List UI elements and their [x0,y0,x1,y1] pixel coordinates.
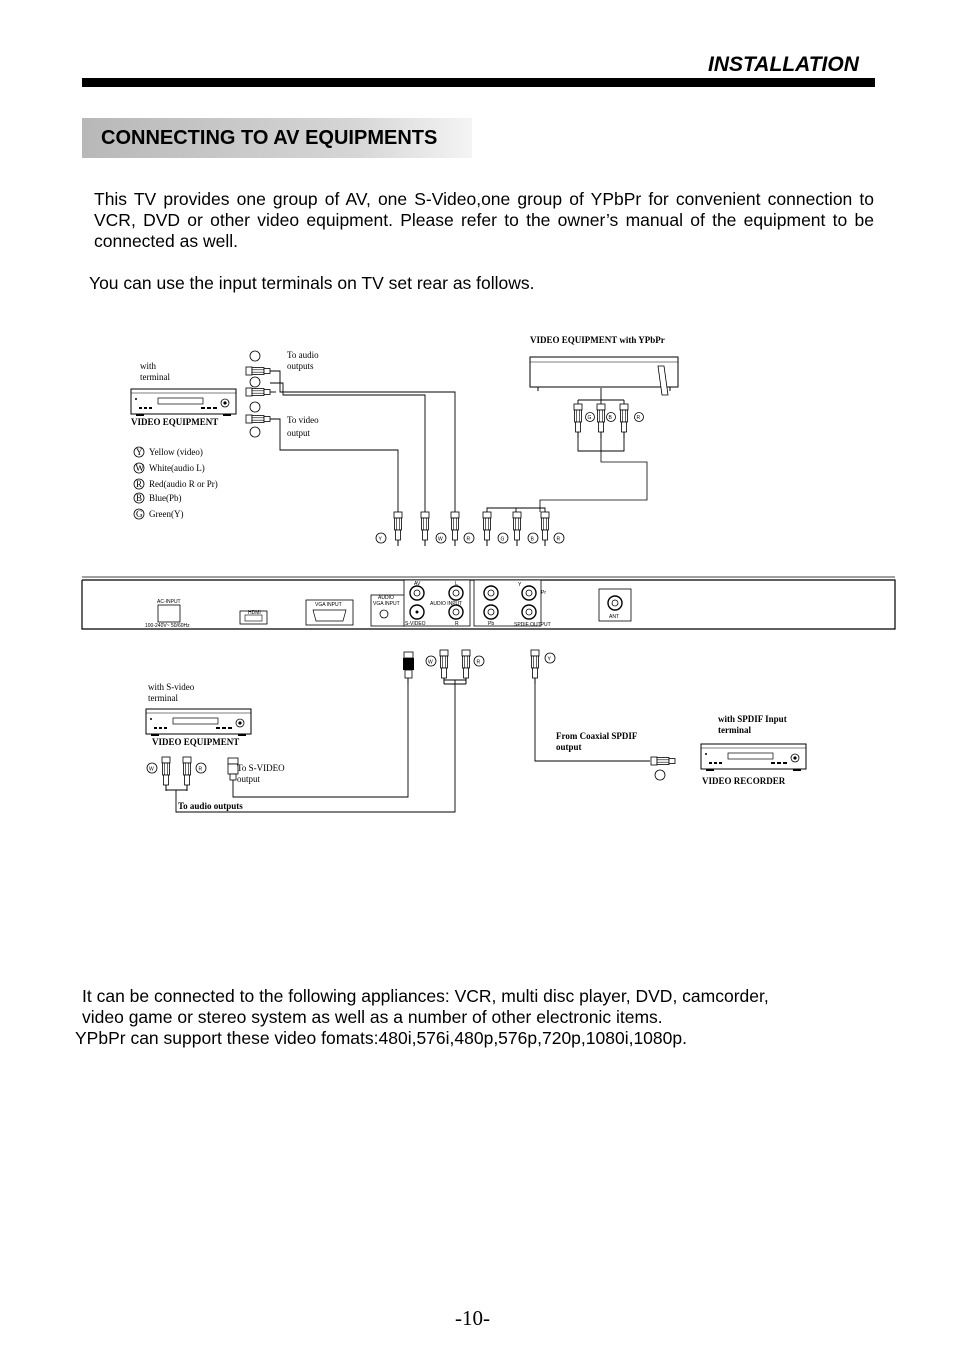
ac-input-label: AC-INPUT [157,599,181,605]
top-left-player-icon [130,388,237,417]
bottom-left-player-icon [145,708,252,737]
spdif-input-caption: with SPDIF Input [718,714,787,724]
coaxial-spdif-label: From Coaxial SPDIF [556,731,638,741]
intro-paragraph: This TV provides one group of AV, one S-… [94,189,874,251]
cable-video [270,418,399,512]
svg-text:R: R [477,660,481,666]
appliances-line-2: video game or stereo system as well as a… [82,1007,663,1027]
cable-ypbpr [539,451,648,512]
ant-label: ANT [609,614,619,620]
legend-yellow: Yellow (video) [149,447,203,457]
terminals-line: You can use the input terminals on TV se… [89,273,535,293]
spdif-input-caption-2: terminal [718,725,751,735]
cable-svideo [232,685,409,798]
svg-text:Y: Y [379,537,383,543]
svg-text:B: B [136,493,142,503]
section-header: INSTALLATION [708,53,859,76]
video-recorder-label: VIDEO RECORDER [702,776,786,786]
svg-text:R: R [557,537,561,543]
title-band [82,118,472,158]
plug-marker-icon [249,426,261,438]
svg-text:R: R [199,767,203,773]
to-audio-label-2: outputs [287,361,314,371]
plug-letter-markers: Y W R G B R [375,532,565,544]
audio-l-label: L [455,581,458,587]
pb-label: Pb [488,621,494,627]
cable-audio-bottom [175,684,456,813]
svg-text:R: R [467,537,471,543]
svideo-plug [403,651,414,685]
page-number: -10- [455,1306,490,1330]
legend-white: White(audio L) [149,463,205,473]
svg-text:G: G [136,509,143,519]
audio-input-label: AUDIO INPUT [430,601,462,607]
audio-vga-input-label: VGA INPUT [373,601,400,607]
y-label: Y [518,582,522,588]
spdif-output-label: SPDIF OUTPUT [514,622,551,628]
plug-marker-icon [249,376,261,388]
plug-marker-icon [249,401,261,413]
plug-marker-icon [654,769,666,781]
cable-audio-l [270,382,426,512]
color-legend: Y W R B G [133,446,145,520]
cable-audio-r [270,370,456,512]
bottom-left-caption-with: with S-video [148,682,195,692]
bottom-svideo-plug [227,757,239,781]
formats-line: YPbPr can support these video fomats:480… [75,1028,687,1048]
bottom-audio-outputs-label: To audio outputs [178,801,243,811]
vga-input-label: VGA INPUT [315,602,342,608]
cable-spdif [534,684,650,762]
svg-text:Y: Y [136,447,143,457]
to-audio-label: To audio [287,350,319,360]
svg-text:B: B [609,415,613,421]
bottom-left-device-label: VIDEO EQUIPMENT [152,737,239,747]
to-video-label-2: output [287,428,311,438]
svg-text:G: G [501,537,505,543]
svg-text:W: W [438,537,443,543]
header-rule [82,78,875,87]
hdmi-label: HDMI [248,610,261,616]
ac-rating-label: 100-240V~ 50/60Hz [145,623,190,629]
legend-blue: Blue(Pb) [149,493,182,503]
svg-text:R: R [637,415,641,421]
to-svideo-label-2: output [237,774,261,784]
audio-r-label: R [455,621,459,627]
svg-text:W: W [149,767,154,773]
video-recorder-icon [700,743,807,772]
top-left-device-label: VIDEO EQUIPMENT [131,417,218,427]
top-left-caption-with: with [140,361,157,371]
av-label: AV [414,581,421,587]
appliances-line-1: It can be connected to the following app… [82,986,769,1006]
audio-label: AUDIO [378,595,394,601]
svg-text:W: W [428,660,433,666]
to-video-label: To video [287,415,319,425]
tv-rear-panel [81,576,896,630]
ypbpr-device-label: VIDEO EQUIPMENT with YPbPr [530,335,665,345]
top-left-caption-terminal: terminal [140,372,170,382]
svg-text:B: B [531,537,535,543]
svg-text:G: G [588,415,592,421]
to-svideo-label: To S-VIDEO [237,763,285,773]
svg-text:Y: Y [548,657,552,663]
pr-label: Pr [541,590,546,596]
legend-green: Green(Y) [149,509,183,519]
ypbpr-player-icon [529,356,679,396]
legend-red: Red(audio R or Pr) [149,479,218,489]
svg-text:W: W [136,463,145,473]
page-title: CONNECTING TO AV EQUIPMENTS [101,127,438,149]
svideo-label: S-VIDEO [405,621,426,627]
svg-text:R: R [136,479,142,489]
plug-marker-icon [249,350,261,362]
coaxial-spdif-label-2: output [556,742,582,752]
bottom-left-caption-terminal: terminal [148,693,178,703]
